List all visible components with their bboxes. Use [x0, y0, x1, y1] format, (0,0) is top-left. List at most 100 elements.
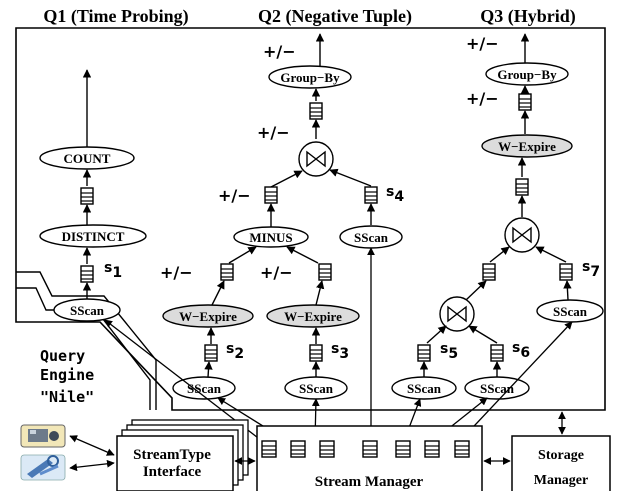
stream-manager-queue-2	[290, 440, 306, 458]
q1-distinct-node	[39, 224, 147, 248]
q3-groupby-label: Group−By	[497, 67, 557, 82]
query-engine-boundary-inner	[16, 271, 157, 410]
q3-sscan-s7-label: SScan	[553, 304, 588, 319]
q2-wexpire-right-label: W−Expire	[284, 309, 342, 324]
storage-manager-label-line1: Storage	[538, 448, 584, 463]
q1-sscan-label: SScan	[70, 303, 105, 318]
q2-arrow-lq-minus	[228, 246, 257, 264]
stream-label-s4: s4	[386, 184, 404, 205]
q2-queue-s4	[364, 186, 378, 204]
q2-queue-lower-left	[220, 263, 234, 281]
q3-sscan-s5-label: SScan	[407, 381, 442, 396]
q1-title: Q1 (Time Probing)	[43, 6, 188, 27]
q3-upper-join-symbol	[512, 226, 532, 244]
q2-arrow-rightq-join	[329, 168, 372, 187]
q2-sscan-s4-label: SScan	[354, 230, 389, 245]
q2-arrow-sscan2-q	[204, 361, 213, 378]
q3-title: Q3 (Hybrid)	[480, 6, 576, 27]
q3-queue-left	[482, 263, 496, 281]
q3-top-sign: +/−	[466, 34, 499, 53]
q2-wexpire-right-node	[266, 304, 360, 328]
query-engine-boundary	[15, 27, 606, 411]
q3-sscan-s6-node	[464, 376, 530, 400]
q2-left-sign: +/−	[218, 186, 251, 205]
q2-arrow-wexp1-q	[211, 280, 225, 306]
q2-arrow-leftq-join	[270, 170, 303, 188]
link-camera-streamtype	[69, 435, 115, 456]
streamtype-label-line1: StreamType	[133, 447, 211, 463]
engine-label-engine: Engine	[40, 366, 94, 384]
q2-arrow-wexp2-q	[315, 280, 325, 306]
q2-wexpire-left-node	[162, 304, 254, 328]
q3-arrow-lq-join	[489, 246, 510, 263]
q3-lower-join-symbol	[447, 305, 467, 323]
stream-manager-queue-6	[424, 440, 440, 458]
q2-lower-right-sign: +/−	[260, 263, 293, 282]
q2-join-symbol	[306, 150, 326, 168]
q2-queue-s3	[309, 344, 323, 362]
q2-queue-left	[264, 186, 278, 204]
q2-sscan-s2-node	[172, 376, 236, 400]
storage-manager-box	[511, 435, 611, 491]
q3-groupby-node	[485, 62, 569, 86]
q2-arrow-rq-minus	[286, 246, 319, 264]
q1-queue-s1	[80, 265, 94, 283]
stream-manager-queue-4	[362, 440, 378, 458]
stream-label-s3: s3	[331, 341, 349, 362]
q2-sscan-s2-label: SScan	[187, 381, 222, 396]
q1-queue-upper	[80, 187, 94, 205]
wrench-tool-icon	[20, 454, 66, 481]
stream-label-s1: s1	[104, 260, 122, 281]
q2-minus-node	[233, 226, 309, 248]
streamtype-interface-box	[116, 435, 234, 491]
q3-queue-s7	[559, 263, 573, 281]
link-tool-streamtype	[69, 459, 115, 472]
q1-count-node	[39, 146, 135, 170]
q3-sscan-s5-node	[391, 376, 457, 400]
stream-manager-queue-1	[261, 440, 277, 458]
q1-distinct-label: DISTINCT	[62, 229, 125, 244]
q2-top-sign: +/−	[263, 42, 296, 61]
q2-wexpire-left-label: W−Expire	[179, 309, 237, 324]
stream-label-s2: s2	[226, 341, 244, 362]
q3-arrow-s7q-join	[535, 246, 567, 263]
stream-label-s5: s5	[440, 341, 458, 362]
q3-mid-sign: +/−	[466, 89, 499, 108]
q2-lower-left-sign: +/−	[160, 263, 193, 282]
stream-manager-queue-3	[319, 440, 335, 458]
q3-arrow-s6q-join	[468, 325, 498, 344]
streamtype-label-line2: Interface	[143, 464, 202, 480]
q3-arrow-sscan7-q	[563, 280, 572, 301]
feed-to-q3-sscan-s7	[459, 321, 573, 442]
engine-label-nile: "Nile"	[40, 388, 94, 406]
q2-title: Q2 (Negative Tuple)	[258, 6, 412, 27]
stream-manager-label: Stream Manager	[315, 474, 424, 490]
stream-label-s7: s7	[582, 259, 600, 280]
q3-wexpire-label: W−Expire	[498, 139, 556, 154]
stream-label-s6: s6	[512, 340, 530, 361]
q3-arrow-join2-lq	[465, 280, 487, 301]
q2-groupby-label: Group−By	[280, 70, 340, 85]
q3-queue-s6	[490, 344, 504, 362]
q2-queue-s2	[204, 344, 218, 362]
stream-manager-queue-7	[454, 440, 470, 458]
q1-sscan-node	[53, 298, 121, 322]
q3-arrow-s5q-join	[426, 325, 447, 344]
q2-mid-sign: +/−	[257, 123, 290, 142]
q3-wexpire-node	[481, 134, 573, 158]
q3-queue-top	[518, 93, 532, 111]
q2-sscan-s3-label: SScan	[299, 381, 334, 396]
q2-groupby-node	[268, 65, 352, 89]
camera-sensor-icon	[20, 424, 66, 448]
engine-label-query: Query	[40, 347, 85, 365]
stream-manager-queue-5	[395, 440, 411, 458]
storage-manager-label-line2: Manager	[534, 473, 588, 488]
stream-manager-box	[256, 425, 483, 491]
q3-queue-s5	[417, 344, 431, 362]
q2-queue-lower-right	[318, 263, 332, 281]
q1-count-label: COUNT	[64, 151, 111, 166]
q2-queue-top	[309, 102, 323, 120]
q2-minus-label: MINUS	[249, 230, 292, 245]
q3-queue-mid	[515, 178, 529, 196]
